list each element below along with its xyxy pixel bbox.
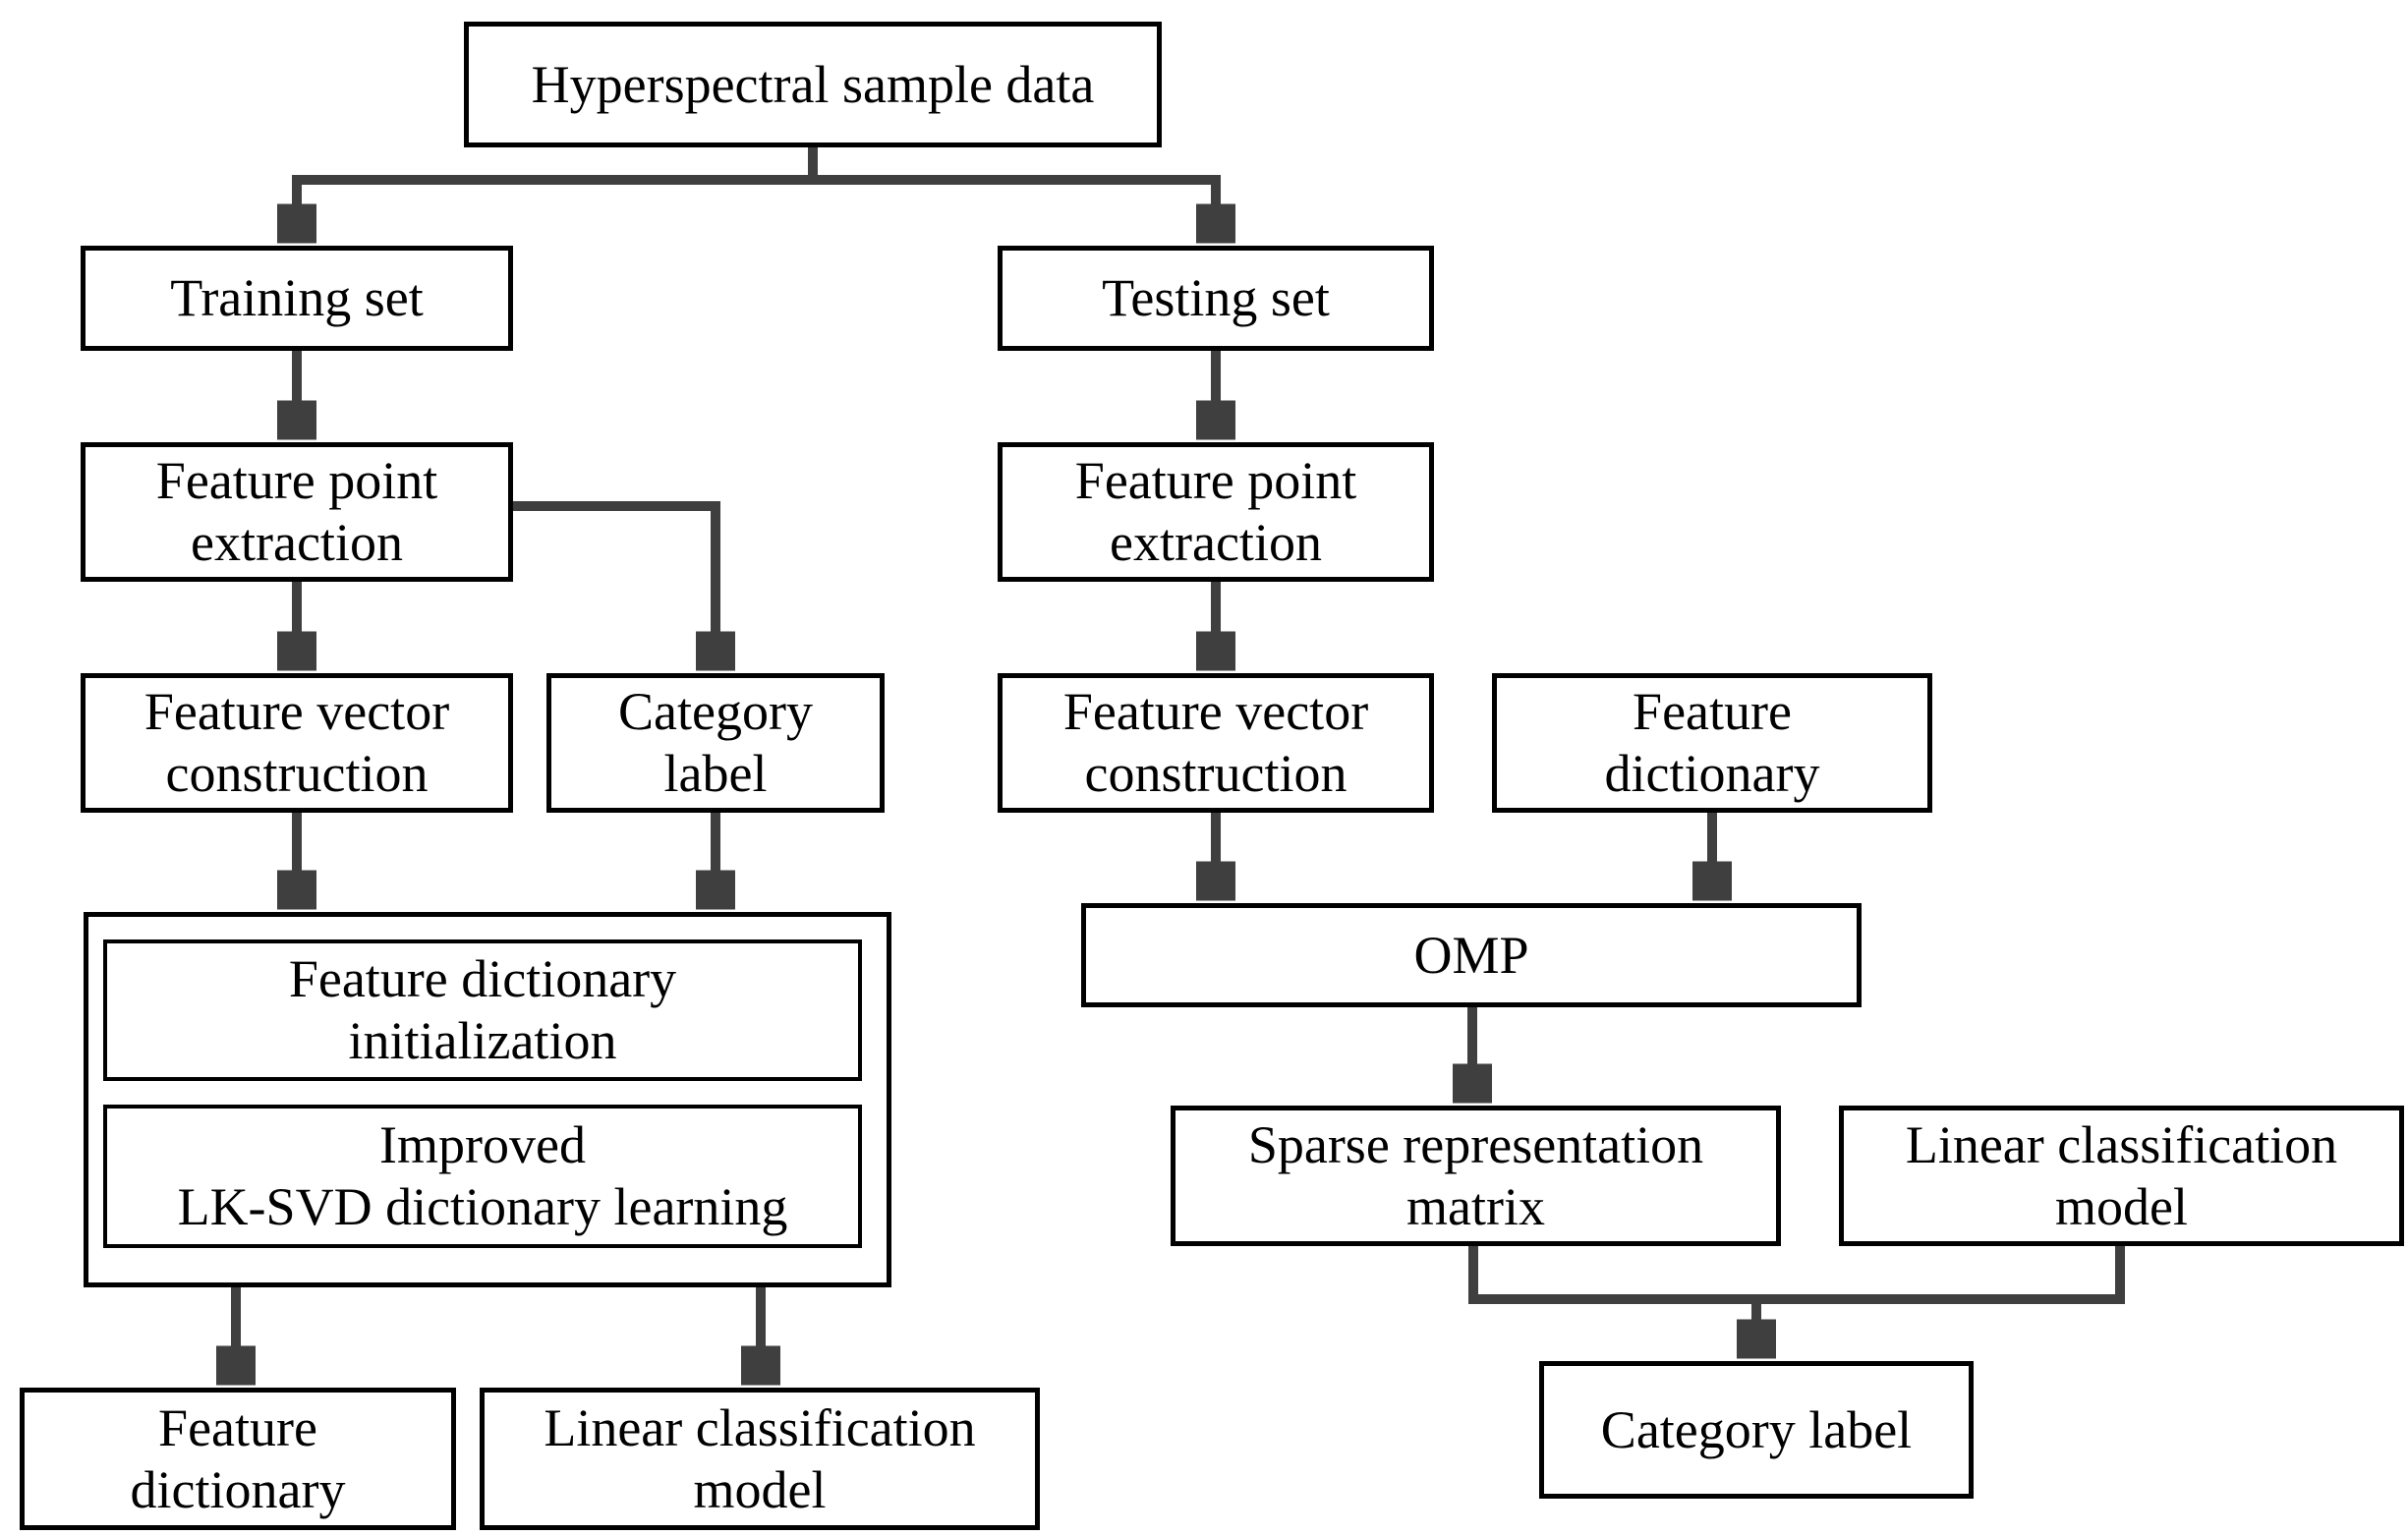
node-feature-dictionary-output: Feature dictionary [20, 1388, 456, 1530]
node-feature-dictionary-initialization: Feature dictionary initialization [103, 939, 862, 1081]
edge-fpe-to-category-label [511, 501, 716, 665]
node-linear-classification-model-left: Linear classification model [480, 1388, 1040, 1530]
node-omp: OMP [1081, 903, 1862, 1007]
node-category-label-left: Category label [546, 673, 885, 813]
node-testing-set: Testing set [998, 246, 1434, 351]
edge-merge-bracket [1468, 1246, 2125, 1304]
node-hyperspectral-sample-data: Hyperspectral sample data [464, 22, 1162, 147]
node-feature-dictionary-input: Feature dictionary [1492, 673, 1932, 813]
node-improved-lksvd-dictionary-learning: Improved LK-SVD dictionary learning [103, 1105, 862, 1248]
dictionary-learning-group-box [84, 912, 891, 1287]
node-feature-vector-construction-right: Feature vector construction [998, 673, 1434, 813]
node-feature-vector-construction-left: Feature vector construction [81, 673, 513, 813]
node-linear-classification-model-right: Linear classification model [1839, 1106, 2404, 1246]
node-category-label-right: Category label [1539, 1361, 1974, 1499]
node-training-set: Training set [81, 246, 513, 351]
node-sparse-representation-matrix: Sparse representation matrix [1171, 1106, 1781, 1246]
node-feature-point-extraction-left: Feature point extraction [81, 442, 513, 582]
node-feature-point-extraction-right: Feature point extraction [998, 442, 1434, 582]
